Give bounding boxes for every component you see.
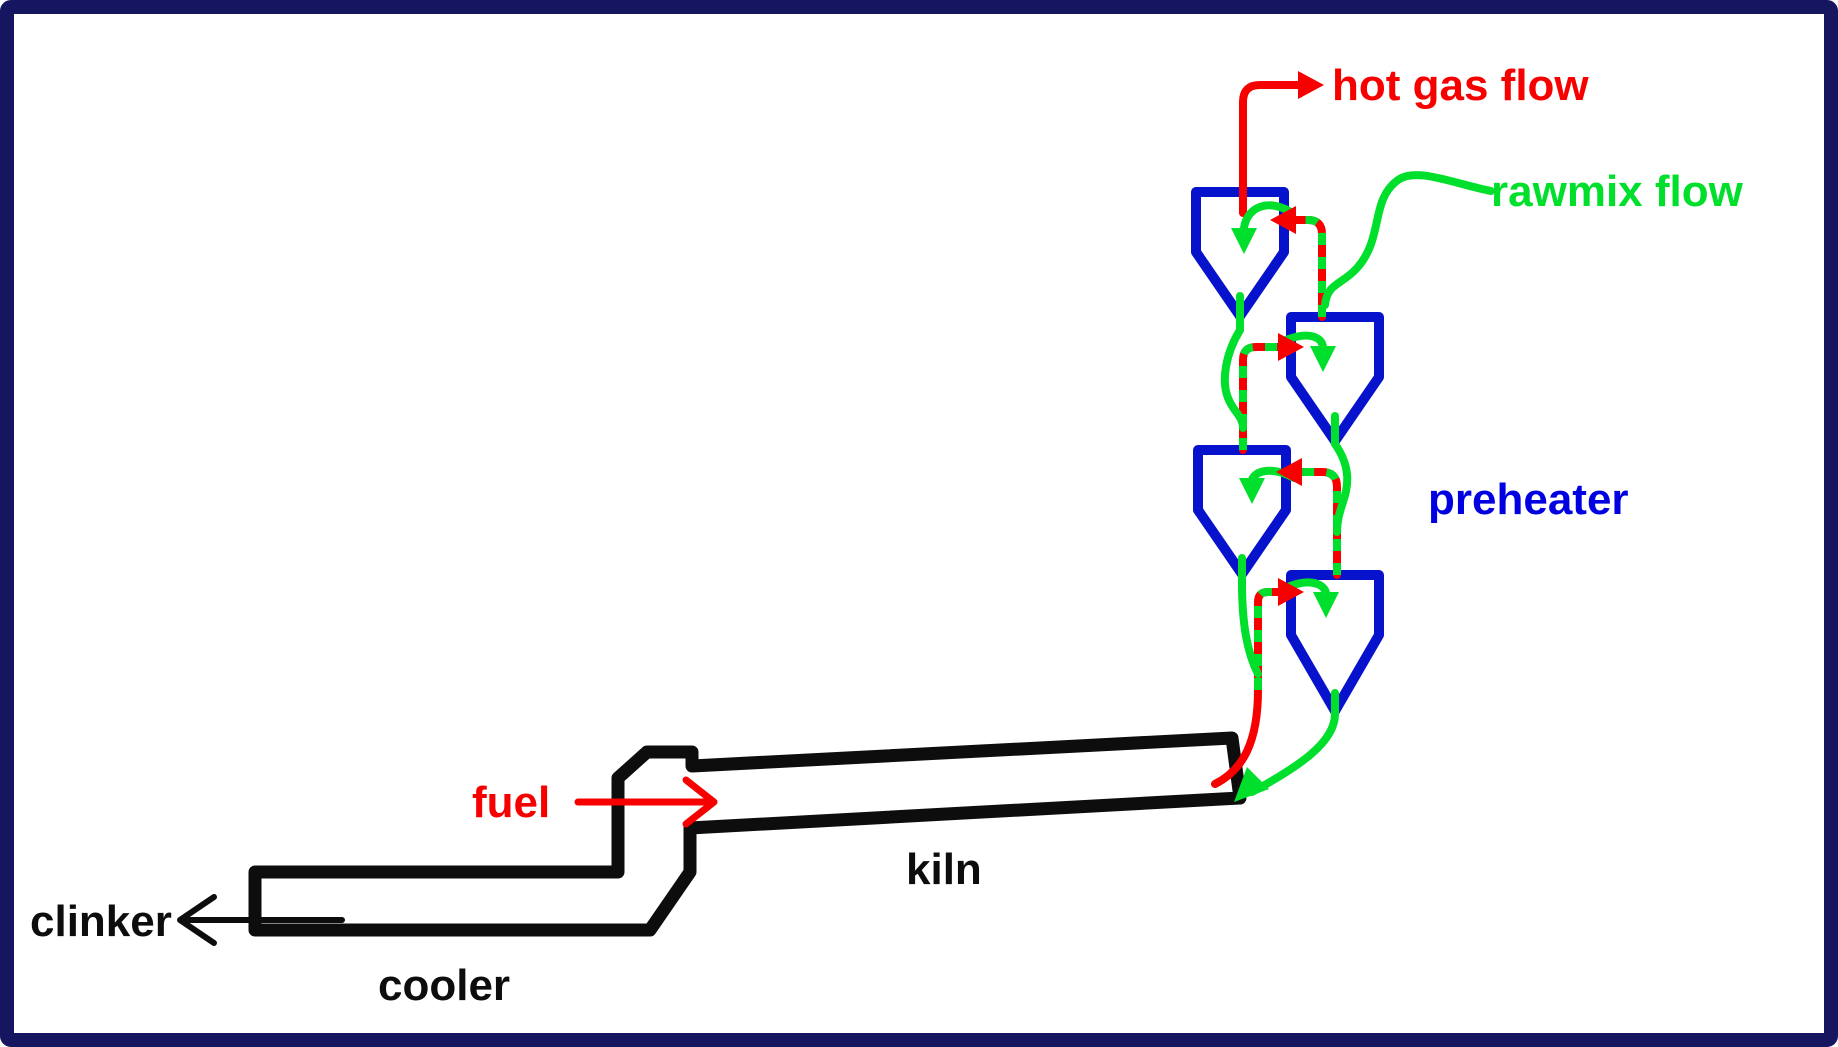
gas-arrowhead-cyclone-1 [1270,206,1296,234]
gas-arrowhead-cyclone-2 [1278,333,1304,361]
hot-gas-exit-arrowhead [1298,71,1324,99]
cyclone-3 [1193,445,1291,579]
rawmix-kiln-inlet-line [1248,689,1339,796]
mix-arrowhead-cyclone-4 [1313,592,1339,618]
label-fuel: fuel [472,778,550,827]
hot-gas-exit-line [1239,81,1304,217]
label-clinker: clinker [30,897,172,946]
rawmix-feed-line [1321,171,1495,309]
rawmix-lines [1220,171,1495,796]
mix-arrowhead-cyclone-3 [1239,478,1265,504]
cyclone-1-inner-hook [1240,201,1296,232]
hot-gas-arrowheads [1270,71,1324,606]
gas-arrowhead-cyclone-4 [1278,578,1304,606]
rawmix-arrowheads [1231,228,1339,802]
preheater-cyclones [1191,187,1384,716]
label-preheater: preheater [1428,475,1629,524]
mix-arrowhead-cyclone-1 [1231,228,1257,254]
mix-arrowhead-kiln-inlet [1234,767,1269,802]
mix-arrowhead-cyclone-2 [1310,346,1336,372]
clinker-arrow-head [177,894,217,946]
label-rawmix-flow: rawmix flow [1491,167,1744,216]
label-kiln: kiln [906,845,982,894]
cyclone-2-inner-hook [1282,331,1327,352]
fuel-arrow-head [682,776,718,828]
label-hot-gas-flow: hot gas flow [1332,61,1589,110]
cyclone-4 [1286,570,1384,716]
fuel-arrow [574,776,718,828]
cyclone-1 [1191,187,1289,321]
label-cooler: cooler [378,961,510,1010]
gas-arrowhead-cyclone-3 [1276,458,1302,486]
hot-gas-kiln-riser [1211,686,1262,788]
clinker-arrow [177,894,345,946]
cyclone-3-outlet-line [1238,554,1262,678]
